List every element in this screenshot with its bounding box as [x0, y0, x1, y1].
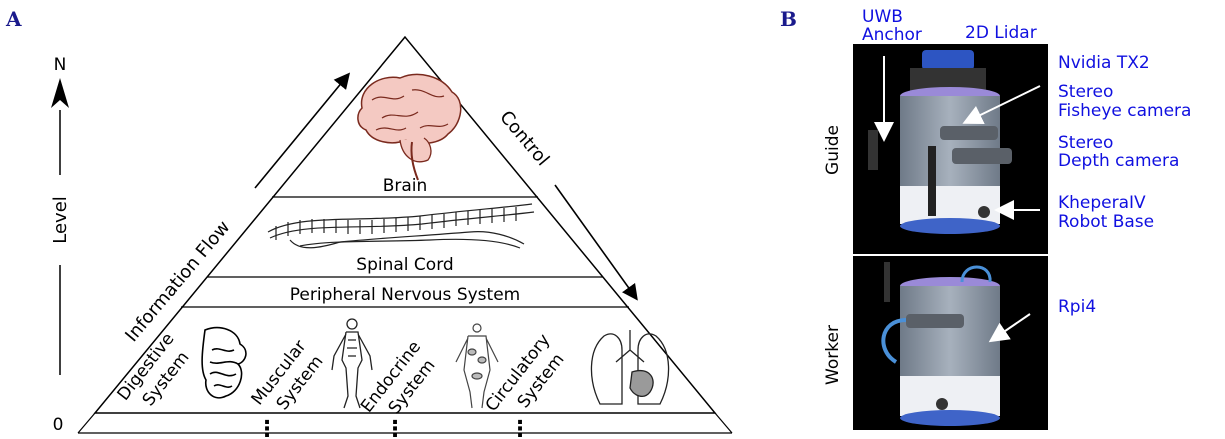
annotation-base-line1: KheperaIV: [1058, 193, 1146, 213]
base-left-edge: [77, 412, 96, 434]
worker-body: [900, 286, 1000, 376]
level-axis: N Level 0: [50, 55, 71, 435]
pointer-rpi: [988, 313, 1031, 343]
system-endocrine: Endocrine System: [357, 323, 499, 418]
worker-base: [900, 376, 1000, 416]
annotation-lidar: 2D Lidar: [965, 23, 1037, 43]
annotation-depth-line1: Stereo: [1058, 133, 1113, 153]
tier-brain-label: Brain: [383, 176, 428, 196]
worker-base-sensor: [936, 398, 948, 410]
worker-antenna: [884, 262, 890, 302]
uwb-anchor-shape: [868, 130, 878, 170]
annotation-pointers: [874, 56, 1041, 343]
annotation-uwb-line2: Anchor: [862, 25, 922, 45]
pyramid-outline: [93, 35, 717, 414]
lidar-shape: [922, 50, 974, 70]
annotation-base-line2: Robot Base: [1058, 212, 1154, 232]
information-flow-label: Information Flow: [121, 217, 234, 346]
annotation-tx2: Nvidia TX2: [1058, 53, 1150, 73]
system-muscular: Muscular System: [248, 318, 373, 414]
information-flow-arrow: [254, 72, 351, 189]
guide-robot-photo: [853, 44, 1048, 254]
level-axis-title: Level: [50, 196, 71, 244]
base-right-edge: [714, 412, 733, 434]
ellipsis-3: ⋮: [509, 417, 531, 439]
guide-base-sensor: [978, 206, 990, 218]
control-label: Control: [495, 107, 553, 170]
tier-spinal-label: Spinal Cord: [356, 255, 453, 275]
system-circulatory: Circulatory System: [482, 330, 670, 416]
circulatory-icon: [590, 330, 670, 405]
digestive-icon: [201, 326, 247, 399]
ellipsis-2: ⋮: [384, 417, 406, 439]
level-bottom-label: 0: [53, 415, 64, 435]
annotation-fisheye-line1: Stereo: [1058, 82, 1113, 102]
depth-camera-shape: [952, 148, 1012, 164]
pyramid: Brain Spinal Cord Peripheral Nervous Sys…: [77, 35, 733, 439]
guide-body: [900, 96, 1000, 186]
muscular-icon: [331, 318, 373, 409]
control-arrow: [554, 184, 638, 301]
annotation-depth-line2: Depth camera: [1058, 151, 1179, 171]
endocrine-icon: [455, 323, 499, 409]
worker-base-ring: [900, 410, 1000, 426]
worker-top-cable: [960, 265, 992, 283]
worker-camera-shape: [906, 314, 964, 328]
level-top-label: N: [54, 55, 67, 75]
guide-antenna: [928, 146, 936, 216]
level-arrow-head: [51, 78, 69, 108]
worker-robot-photo: [853, 256, 1048, 430]
worker-cable: [881, 318, 907, 364]
spinal-cord-illustration: [267, 203, 535, 249]
annotation-rpi: Rpi4: [1058, 297, 1096, 317]
ellipsis-1: ⋮: [256, 417, 278, 439]
brain-illustration: [357, 73, 462, 181]
guide-base-ring: [900, 218, 1000, 234]
fisheye-camera-shape: [940, 126, 998, 140]
tier-pns-label: Peripheral Nervous System: [290, 285, 520, 305]
pointer-tx2: [962, 85, 1041, 124]
annotation-fisheye-line2: Fisheye camera: [1058, 101, 1191, 121]
annotation-uwb-line1: UWB: [862, 7, 903, 27]
panel-a-letter: A: [5, 7, 22, 31]
panel-b-letter: B: [780, 7, 797, 31]
worker-label: Worker: [823, 325, 843, 385]
guide-label: Guide: [823, 125, 843, 175]
